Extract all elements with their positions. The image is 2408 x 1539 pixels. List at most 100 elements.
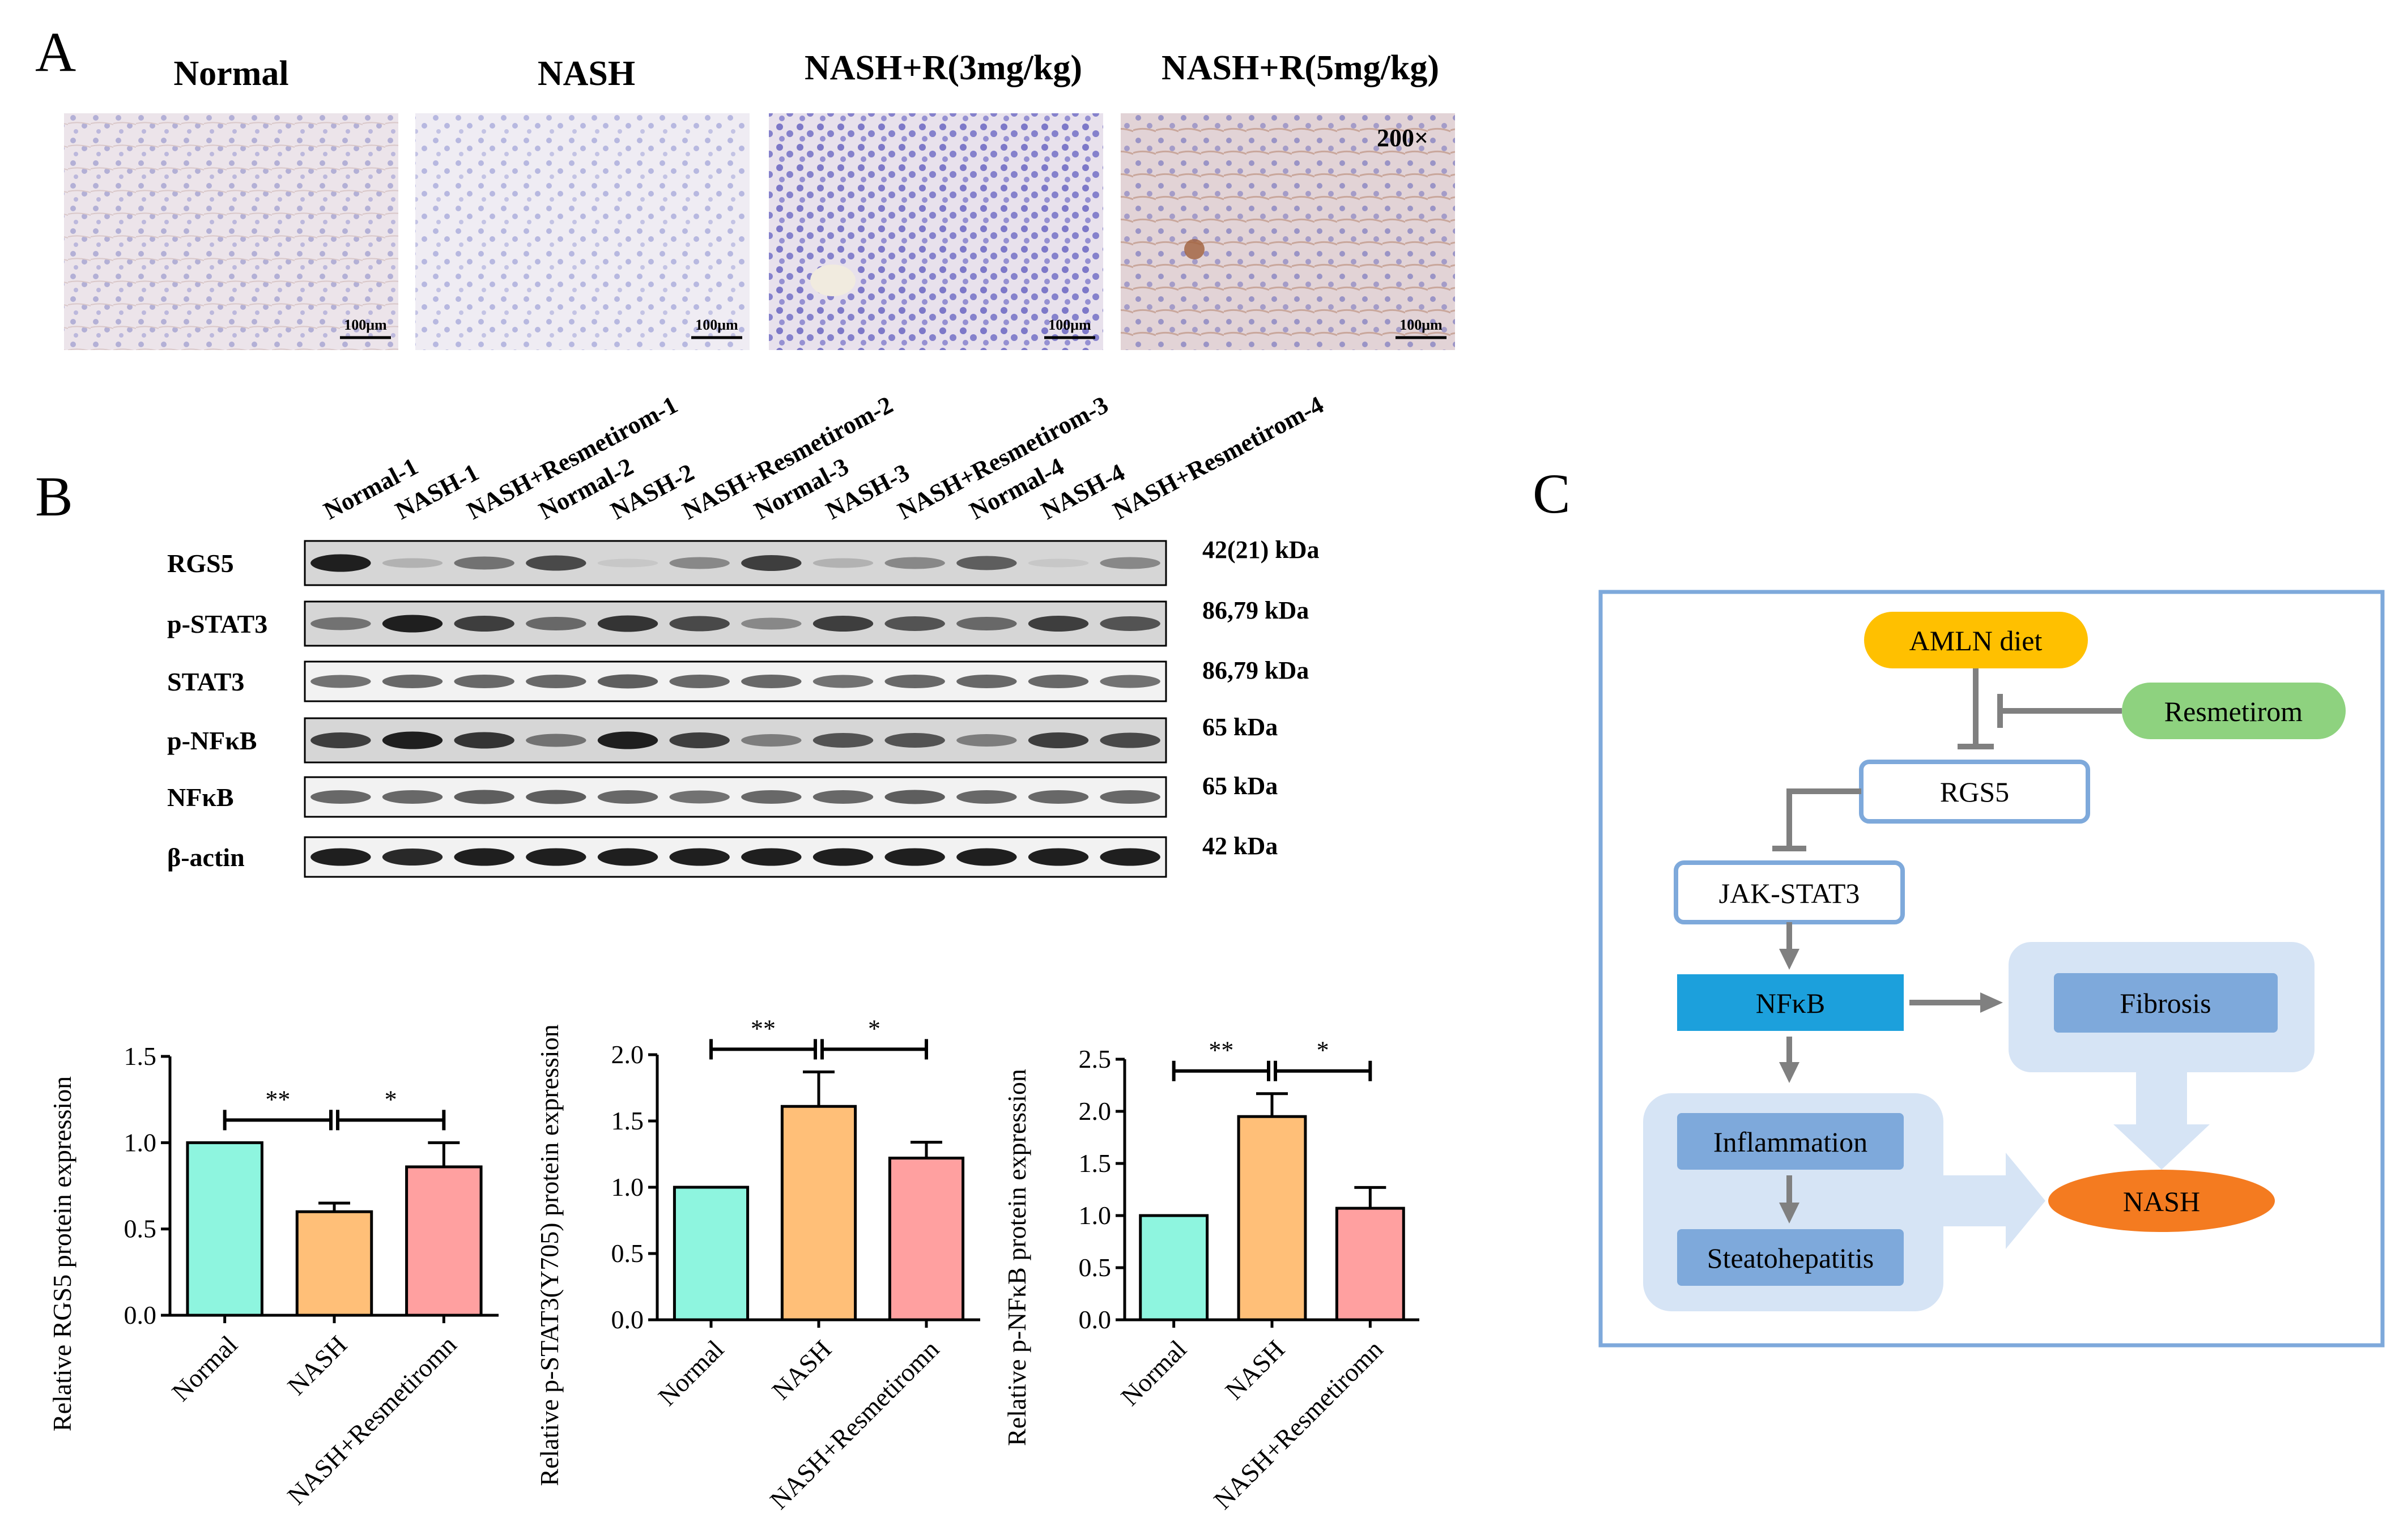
y-tick-label: 0.5 <box>124 1214 157 1243</box>
blot-band <box>956 617 1017 630</box>
blot-protein-label: p-NFκB <box>167 726 257 755</box>
blot-band <box>597 731 658 749</box>
arrowhead-inflammation <box>1779 1062 1799 1083</box>
blot-band <box>669 616 730 632</box>
y-tick-label: 0.5 <box>1079 1253 1112 1282</box>
bar <box>1335 1207 1405 1321</box>
blot-band <box>454 556 514 570</box>
blot-protein-label: β-actin <box>167 843 245 872</box>
y-tick-label: 2.0 <box>611 1040 644 1069</box>
panel-a-group-titles: Normal NASH NASH+R(3mg/kg) NASH+R(5mg/kg… <box>173 49 1439 93</box>
y-tick-label: 2.0 <box>1079 1097 1112 1126</box>
inflammation-node <box>1677 1113 1904 1170</box>
blot-band <box>526 675 586 688</box>
y-tick-label: 0.0 <box>1079 1305 1112 1334</box>
group-title-nash-r3: NASH+R(3mg/kg) <box>805 49 1082 87</box>
bar <box>888 1157 965 1321</box>
histology-nash-r3 <box>769 113 1103 350</box>
fibrosis-label: Fibrosis <box>2120 987 2211 1019</box>
blot-band <box>812 616 874 632</box>
blot-band <box>310 617 371 630</box>
significance-mark: * <box>385 1085 397 1113</box>
y-axis-label: Relative p-STAT3(Y705) protein expressio… <box>535 1024 564 1486</box>
blot-band <box>597 615 658 632</box>
blot-band <box>1028 732 1089 748</box>
group-title-nash-r5: NASH+R(5mg/kg) <box>1162 49 1439 87</box>
y-tick-label: 0.0 <box>611 1305 644 1334</box>
y-tick-label: 1.0 <box>611 1173 644 1201</box>
blot-band <box>597 848 658 866</box>
significance-mark: ** <box>751 1014 776 1042</box>
blot-kda-label: 86,79 kDa <box>1202 656 1309 684</box>
y-tick-label: 1.5 <box>611 1106 644 1135</box>
nash-label: NASH <box>2123 1186 2200 1217</box>
blot-kda-label: 42 kDa <box>1202 832 1278 860</box>
amln-diet-node <box>1864 612 2088 668</box>
blot-band <box>454 848 514 866</box>
blot-membrane <box>304 717 1167 764</box>
blot-band <box>812 848 874 866</box>
blot-band <box>741 675 802 688</box>
blot-band <box>1100 675 1160 688</box>
blot-kda-label: 42(21) kDa <box>1202 536 1320 564</box>
jak-stat3-label: JAK-STAT3 <box>1719 877 1860 909</box>
y-tick-label: 0.5 <box>611 1239 644 1268</box>
x-tick-label: NASH <box>1219 1335 1290 1405</box>
bar <box>295 1210 373 1317</box>
blot-band <box>956 556 1017 570</box>
blot-band <box>526 617 586 630</box>
resmetirom-label: Resmetirom <box>2164 696 2303 727</box>
bar <box>1139 1214 1209 1321</box>
blot-band <box>884 733 945 748</box>
blot-band <box>382 731 443 749</box>
blot-band <box>310 732 371 748</box>
blot-band <box>741 555 802 571</box>
blot-band <box>1100 616 1160 631</box>
bar <box>780 1105 857 1321</box>
blot-band <box>884 848 945 866</box>
x-tick-label: NASH <box>282 1330 352 1401</box>
blot-band <box>956 734 1017 747</box>
significance-mark: * <box>868 1014 880 1042</box>
nash-node <box>2048 1170 2275 1232</box>
blot-band <box>812 733 874 748</box>
arrowhead-fibrosis <box>1980 992 2003 1013</box>
vessel-lumen <box>810 265 856 296</box>
blot-band <box>884 616 945 631</box>
rgs5-to-jakstat-inhibit <box>1786 788 1861 849</box>
blot-band <box>1028 848 1089 866</box>
arrowhead-steato <box>1779 1203 1799 1223</box>
amln-diet-label: AMLN diet <box>1909 625 2043 656</box>
x-tick-label: Normal <box>166 1330 242 1406</box>
blot-protein-label: STAT3 <box>167 667 244 696</box>
arrowhead-nfkb <box>1779 949 1799 970</box>
panel-c-label: C <box>1533 462 1571 525</box>
blot-band <box>669 732 730 748</box>
blot-kda-label: 86,79 kDa <box>1202 596 1309 624</box>
y-axis-label: Relative p-NFκB protein expression <box>1002 1069 1031 1446</box>
bar <box>186 1141 263 1317</box>
inflammation-to-nash-arrow <box>1943 1153 2045 1249</box>
fibrosis-node <box>2054 973 2278 1033</box>
blot-kda-label: 65 kDa <box>1202 772 1278 800</box>
blot-band <box>310 790 371 804</box>
blot-band <box>884 790 945 804</box>
scale-bar-text-1: 100μm <box>344 317 387 333</box>
y-tick-label: 2.5 <box>1079 1045 1112 1073</box>
blot-band <box>884 557 945 569</box>
blot-band <box>382 675 443 688</box>
blot-band <box>597 674 658 689</box>
y-tick-label: 1.5 <box>124 1042 157 1071</box>
blot-band <box>1100 848 1160 866</box>
blot-band <box>1028 616 1089 632</box>
pathway-arrowheads <box>1779 949 2003 1223</box>
blot-band <box>310 848 371 866</box>
rgs5-label: RGS5 <box>1940 776 2009 808</box>
brown-stain-spot <box>1184 239 1205 259</box>
blot-band <box>310 675 371 688</box>
blot-band <box>382 615 443 633</box>
y-tick-label: 1.0 <box>124 1128 157 1157</box>
blot-band <box>669 790 730 804</box>
